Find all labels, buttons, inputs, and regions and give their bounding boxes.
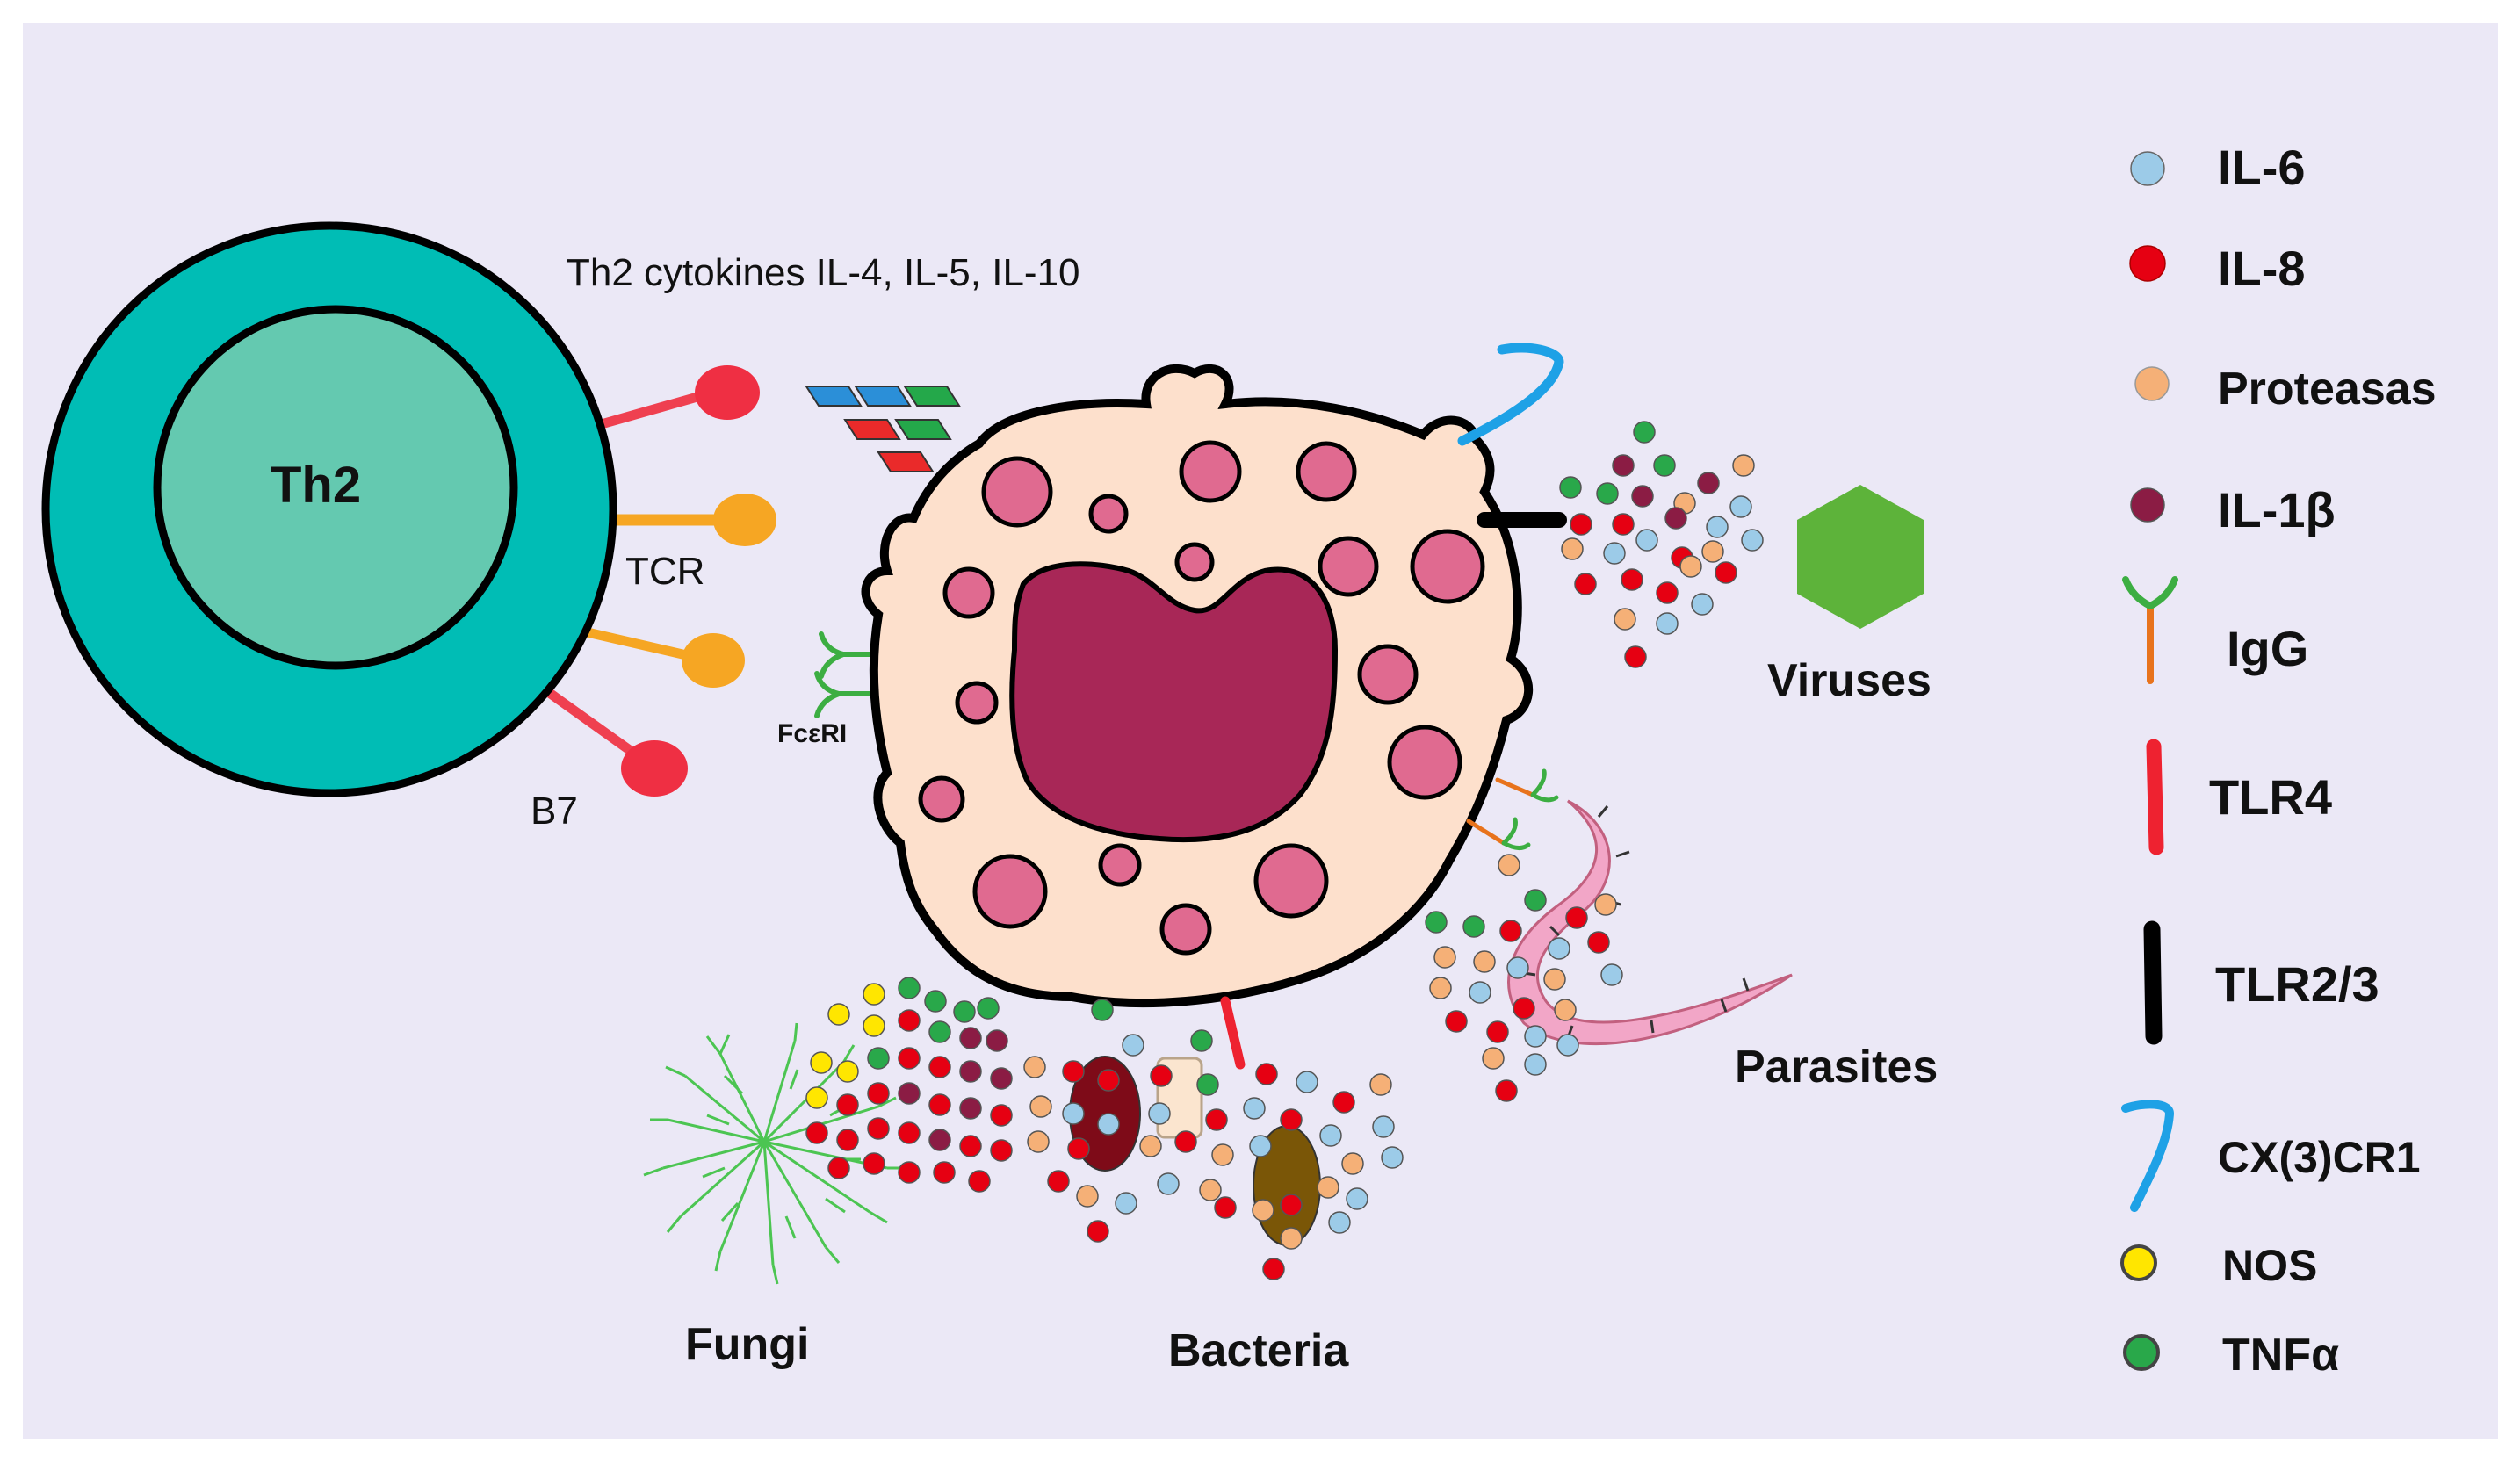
tlr4-receptor-icon bbox=[1220, 996, 1246, 1070]
legend-label: Proteasas bbox=[2218, 364, 2437, 415]
legend-label: TNFα bbox=[2222, 1330, 2339, 1381]
yellow-dot-icon bbox=[2120, 1244, 2157, 1281]
legend-label: TLR4 bbox=[2209, 769, 2332, 825]
tcr-label: TCR bbox=[625, 550, 704, 593]
th2-label: Th2 bbox=[271, 457, 361, 514]
virus-cytokine-cluster bbox=[1559, 421, 1764, 668]
legend-item-il8: IL-8 bbox=[2129, 241, 2306, 296]
legend-item-il6: IL-6 bbox=[2130, 140, 2306, 195]
legend: IL-6 IL-8 Proteasas IL-1β IgG TLR4 TL bbox=[2120, 140, 2437, 1381]
igg-receptor-icon bbox=[2122, 576, 2178, 684]
legend-label: IgG bbox=[2227, 621, 2308, 676]
orange-dot-icon bbox=[2134, 366, 2170, 401]
legend-item-tlr4: TLR4 bbox=[2146, 739, 2332, 855]
blue-hook-icon bbox=[2121, 1100, 2175, 1212]
legend-item-tlr23: TLR2/3 bbox=[2143, 920, 2379, 1045]
th2-receptors bbox=[539, 365, 776, 797]
maroon-dot-icon bbox=[2130, 487, 2165, 523]
legend-label: IL-6 bbox=[2218, 140, 2306, 195]
fungi-label: Fungi bbox=[685, 1319, 810, 1370]
light-blue-dot-icon bbox=[2130, 151, 2165, 186]
legend-item-il1b: IL-1β bbox=[2130, 482, 2336, 537]
cx3cr1-receptor-icon bbox=[1457, 343, 1564, 446]
legend-label: IL-1β bbox=[2218, 482, 2336, 537]
legend-item-igg: IgG bbox=[2122, 576, 2308, 684]
bacteria-label: Bacteria bbox=[1168, 1325, 1349, 1376]
cytokine-squares bbox=[805, 386, 961, 472]
legend-item-tnfa: TNFα bbox=[2123, 1330, 2339, 1381]
cell-nucleus bbox=[1009, 561, 1339, 843]
parasite-cytokine-cluster bbox=[1425, 854, 1623, 1102]
cytokine-label: Th2 cytokines IL-4, IL-5, IL-10 bbox=[567, 251, 1080, 294]
legend-label: NOS bbox=[2222, 1241, 2317, 1290]
th2-nucleus bbox=[153, 305, 518, 670]
th2-cell: Th2 TCR B7 bbox=[41, 221, 776, 833]
virus-hexagon bbox=[1797, 485, 1924, 629]
legend-label: IL-8 bbox=[2218, 241, 2306, 296]
legend-label: CX(3)CR1 bbox=[2218, 1133, 2421, 1182]
fungi-cytokine-cluster bbox=[805, 977, 1013, 1193]
red-dot-icon bbox=[2129, 245, 2166, 282]
igg-receptors-parasite bbox=[1466, 768, 1559, 850]
eosinophil-cell bbox=[861, 364, 1534, 1008]
legend-item-nos: NOS bbox=[2120, 1241, 2317, 1290]
b7-label: B7 bbox=[531, 790, 578, 833]
parasites-label: Parasites bbox=[1735, 1042, 1938, 1093]
cell-granules bbox=[918, 440, 1485, 956]
fceri-label: FcεRI bbox=[777, 719, 847, 748]
legend-item-cx3cr1: CX(3)CR1 bbox=[2121, 1100, 2421, 1212]
legend-label: TLR2/3 bbox=[2215, 956, 2379, 1012]
viruses-label: Viruses bbox=[1767, 655, 1932, 706]
green-dot-icon bbox=[2123, 1334, 2160, 1371]
red-bar-icon bbox=[2146, 739, 2164, 855]
black-bar-icon bbox=[2143, 920, 2163, 1045]
legend-item-proteasas: Proteasas bbox=[2134, 364, 2437, 415]
bacteria-cytokine-cluster bbox=[1023, 999, 1404, 1280]
